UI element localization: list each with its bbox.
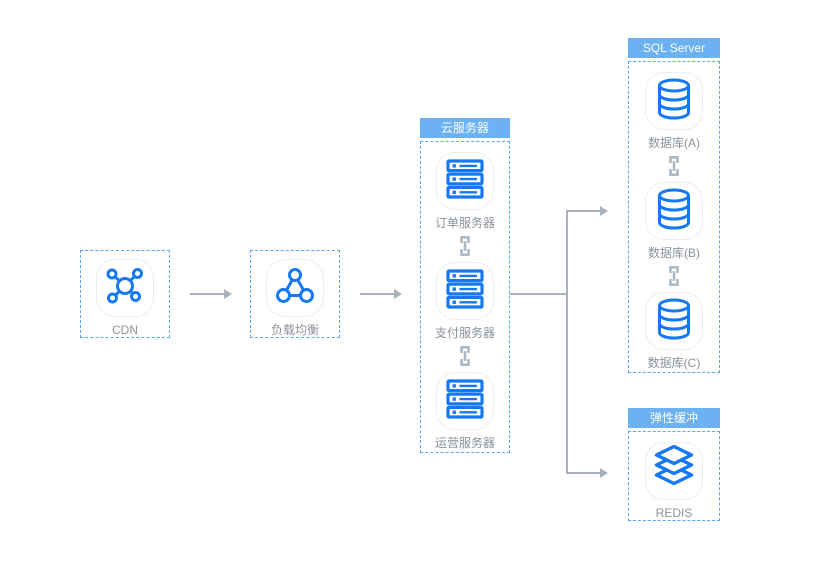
chain-link-icon <box>666 150 682 182</box>
payment-server-icon-tile <box>435 262 494 320</box>
node-order-server: 订单服务器 <box>435 152 495 230</box>
node-order-server-label: 订单服务器 <box>434 216 495 230</box>
node-operations-server-label: 运营服务器 <box>434 436 495 450</box>
node-database-c-label: 数据库(C) <box>647 356 701 370</box>
group-cloud-server: 云服务器 订单服务器 支付服务器 <box>420 118 510 453</box>
group-elastic-buffer-body: REDIS <box>628 431 720 521</box>
arrow-cdn-to-loadbalancer-head <box>224 289 232 299</box>
arrow-to-redis-line <box>566 472 601 474</box>
node-redis: REDIS <box>645 442 703 520</box>
database-icon <box>650 295 698 348</box>
arrow-to-sql-head <box>600 206 608 216</box>
server-icon <box>441 155 489 208</box>
load-balancer-icon-tile <box>266 259 324 317</box>
database-icon <box>650 75 698 128</box>
cdn-network-icon <box>101 262 149 315</box>
order-server-icon-tile <box>435 152 494 210</box>
database-b-icon-tile <box>645 182 703 240</box>
database-c-icon-tile <box>645 292 703 350</box>
operations-server-icon-tile <box>435 372 494 430</box>
arrow-cdn-to-loadbalancer-line <box>190 293 224 295</box>
group-sql-server: SQL Server 数据库(A) 数据库(B) <box>628 38 720 373</box>
database-a-icon-tile <box>645 72 703 130</box>
node-payment-server-label: 支付服务器 <box>434 326 495 340</box>
group-sql-server-body: 数据库(A) 数据库(B) 数据库(C) <box>628 61 720 373</box>
group-elastic-buffer-title: 弹性缓冲 <box>628 408 720 428</box>
redis-stack-icon <box>650 444 698 498</box>
arrow-loadbalancer-to-cloud-head <box>394 289 402 299</box>
node-payment-server: 支付服务器 <box>435 262 495 340</box>
node-redis-label: REDIS <box>655 506 693 520</box>
node-operations-server: 运营服务器 <box>435 372 495 450</box>
arrow-to-redis-head <box>600 468 608 478</box>
node-database-b-label: 数据库(B) <box>648 246 700 260</box>
group-sql-server-title: SQL Server <box>628 38 720 58</box>
chain-link-icon <box>666 260 682 292</box>
chain-link-icon <box>457 340 473 372</box>
node-load-balancer-label: 负载均衡 <box>270 323 319 337</box>
cdn-icon-tile <box>96 259 154 317</box>
group-elastic-buffer: 弹性缓冲 REDIS <box>628 408 720 521</box>
node-cdn-label: CDN <box>112 323 138 337</box>
server-icon <box>441 265 489 318</box>
load-balancer-icon <box>271 262 319 315</box>
arrow-to-sql-line <box>566 210 601 212</box>
group-cloud-server-title: 云服务器 <box>420 118 510 138</box>
database-icon <box>650 185 698 238</box>
group-cloud-server-body: 订单服务器 支付服务器 运营服务器 <box>420 141 510 453</box>
connector-stub-line <box>510 293 567 295</box>
server-icon <box>441 375 489 428</box>
node-cdn: CDN <box>80 250 170 338</box>
node-database-b: 数据库(B) <box>645 182 703 260</box>
chain-link-icon <box>457 230 473 262</box>
node-load-balancer: 负载均衡 <box>250 250 340 338</box>
node-database-a-label: 数据库(A) <box>648 136 700 150</box>
connector-vertical-line <box>566 210 568 474</box>
node-database-a: 数据库(A) <box>645 72 703 150</box>
arrow-loadbalancer-to-cloud-line <box>360 293 394 295</box>
redis-icon-tile <box>645 442 703 500</box>
node-database-c: 数据库(C) <box>645 292 703 370</box>
